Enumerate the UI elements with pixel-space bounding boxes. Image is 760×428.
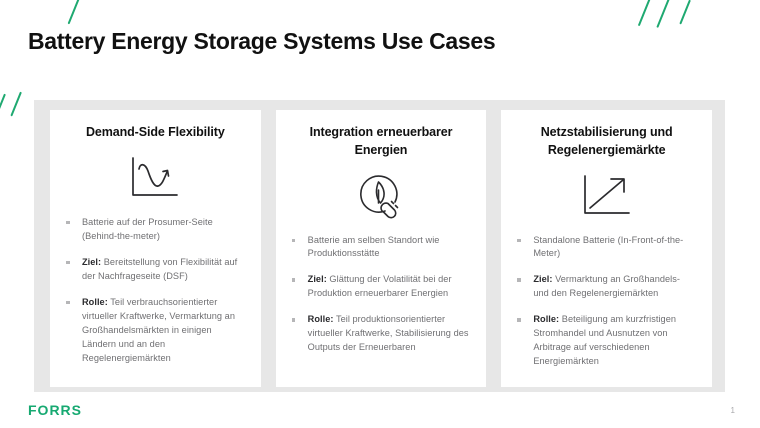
slash-stroke bbox=[679, 0, 691, 25]
card-bullet-list: Batterie am selben Standort wie Produkti… bbox=[290, 234, 473, 356]
bullet-lead: Ziel: bbox=[307, 274, 327, 285]
list-item: Rolle: Teil verbrauchsorientierter virtu… bbox=[64, 296, 247, 366]
leaf-plug-icon bbox=[290, 160, 473, 232]
list-item: Standalone Batterie (In-Front-of-the-Met… bbox=[515, 234, 698, 262]
bullet-text: Batterie am selben Standort wie Produkti… bbox=[307, 234, 440, 259]
card-bullet-list: Batterie auf der Prosumer-Seite (Behind-… bbox=[64, 216, 247, 366]
decorative-slash-top-right bbox=[635, 0, 705, 30]
bullet-text: Vermarktung an Großhandels- und den Rege… bbox=[533, 274, 681, 299]
growth-arrow-chart-icon bbox=[515, 160, 698, 232]
card-title: Integration erneuerbarer Energien bbox=[309, 125, 453, 157]
slash-stroke bbox=[67, 0, 80, 25]
bullet-lead: Ziel: bbox=[533, 274, 553, 285]
bullet-marker bbox=[291, 238, 296, 242]
bullet-marker bbox=[517, 238, 521, 242]
use-case-card-integration-erneuerbarer-energien[interactable]: Integration erneuerbarer Energien Batter… bbox=[275, 110, 487, 387]
bullet-marker bbox=[66, 300, 70, 305]
bullet-marker bbox=[66, 220, 70, 225]
bullet-lead: Rolle: bbox=[533, 314, 560, 325]
slash-stroke bbox=[10, 91, 22, 117]
bullet-marker bbox=[517, 318, 521, 322]
bullet-lead: Rolle: bbox=[307, 314, 334, 325]
bullet-text: Standalone Batterie (In-Front-of-the-Met… bbox=[533, 234, 684, 259]
list-item: Ziel: Vermarktung an Großhandels- und de… bbox=[515, 273, 698, 301]
bullet-text: Bereitstellung von Flexibilität auf der … bbox=[82, 256, 238, 281]
list-item: Rolle: Teil produktionsorientierter virt… bbox=[290, 313, 473, 355]
list-item: Batterie auf der Prosumer-Seite (Behind-… bbox=[64, 216, 247, 244]
list-item: Rolle: Beteiligung am kurzfristigen Stro… bbox=[515, 313, 698, 369]
slash-stroke bbox=[0, 93, 6, 123]
bullet-text: Teil produktionsorientierter virtueller … bbox=[307, 314, 469, 353]
decorative-slash-left bbox=[0, 91, 30, 124]
bullet-text: Batterie auf der Prosumer-Seite (Behind-… bbox=[82, 216, 213, 241]
bullet-text: Teil verbrauchsorientierter virtueller K… bbox=[82, 296, 235, 363]
bullet-marker bbox=[66, 260, 70, 265]
list-item: Batterie am selben Standort wie Produkti… bbox=[290, 234, 473, 262]
list-item: Ziel: Bereitstellung von Flexibilität au… bbox=[64, 256, 247, 284]
use-case-card-row: Demand-Side Flexibility Batterie auf der… bbox=[50, 110, 713, 387]
card-title: Netzstabilisierung und Regelenergiemärkt… bbox=[540, 125, 673, 157]
bullet-marker bbox=[517, 278, 521, 282]
wave-chart-icon bbox=[64, 142, 247, 214]
bullet-marker bbox=[291, 318, 296, 322]
slash-stroke bbox=[656, 0, 671, 28]
page-title: Battery Energy Storage Systems Use Cases bbox=[28, 28, 496, 54]
decorative-slash-top-left bbox=[60, 0, 100, 26]
card-title: Demand-Side Flexibility bbox=[85, 125, 225, 139]
card-bullet-list: Standalone Batterie (In-Front-of-the-Met… bbox=[515, 234, 698, 370]
bullet-lead: Ziel: bbox=[82, 256, 102, 267]
page-number: 1 bbox=[730, 406, 735, 415]
bullet-marker bbox=[291, 278, 296, 282]
bullet-text: Glättung der Volatilität bei der Produkt… bbox=[307, 274, 452, 299]
bullet-text: Beteiligung am kurzfristigen Stromhandel… bbox=[533, 314, 677, 367]
use-case-card-demand-side-flexibility[interactable]: Demand-Side Flexibility Batterie auf der… bbox=[50, 110, 261, 387]
forrs-logo: FORRS bbox=[28, 402, 82, 418]
list-item: Ziel: Glättung der Volatilität bei der P… bbox=[290, 273, 473, 301]
use-case-card-netzstabilisierung[interactable]: Netzstabilisierung und Regelenergiemärkt… bbox=[501, 110, 713, 387]
bullet-lead: Rolle: bbox=[82, 296, 108, 307]
slash-stroke bbox=[637, 0, 651, 27]
